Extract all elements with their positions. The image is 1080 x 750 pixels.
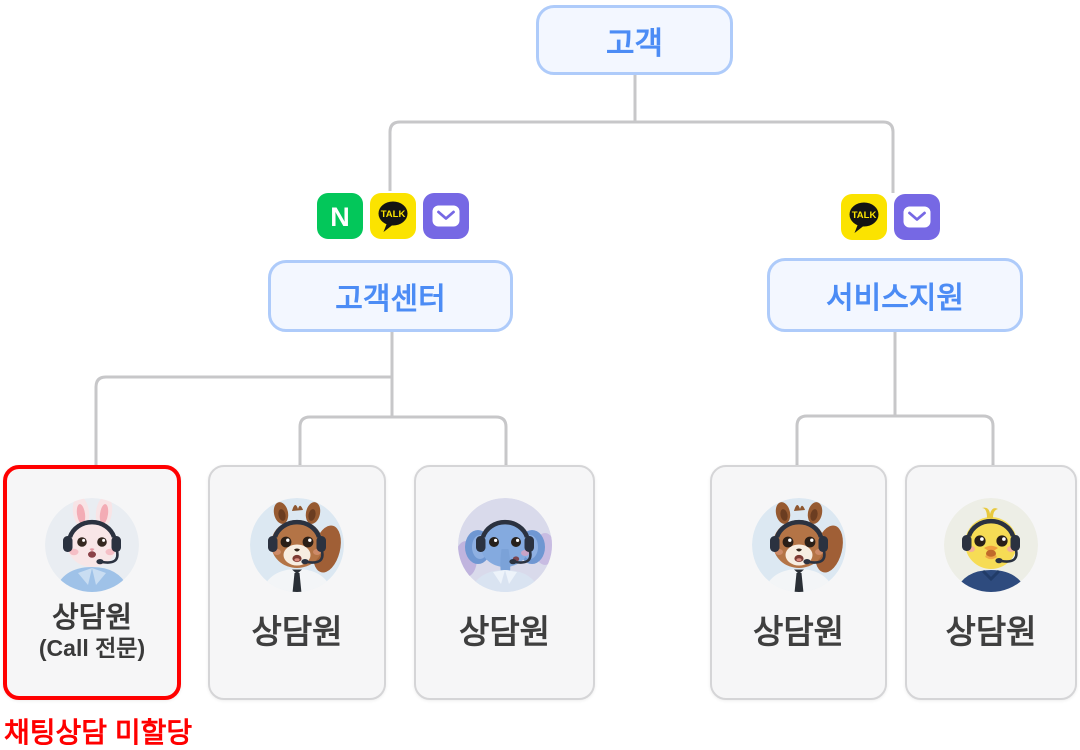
squirrel-agent-avatar — [250, 498, 344, 592]
agent-label: 상담원 — [458, 613, 551, 650]
agent-label: 상담원 — [752, 613, 845, 650]
elephant-agent-avatar — [457, 498, 552, 592]
node-customer-label: 고객 — [605, 25, 664, 61]
node-service-support-label: 서비스지원 — [826, 282, 964, 315]
agent-label: 상담원 — [251, 613, 343, 650]
agent-card: 상담원 — [905, 465, 1077, 700]
chick-agent-avatar — [944, 498, 1038, 592]
squirrel-agent-avatar — [751, 498, 846, 592]
mail-icon — [423, 193, 469, 239]
node-customer-center: 고객센터 — [268, 260, 513, 332]
kakaotalk-icon: TALK — [370, 193, 416, 239]
service-support-channels: TALK — [840, 193, 941, 241]
kakaotalk-label: TALK — [381, 209, 406, 220]
agent-label: 상담원 — [51, 602, 133, 634]
naver-icon: N — [317, 193, 363, 239]
node-service-support: 서비스지원 — [767, 258, 1023, 332]
agent-card: 상담원 — [710, 465, 887, 700]
rabbit-agent-avatar — [45, 498, 139, 592]
mail-icon — [894, 194, 940, 240]
customer-center-channels: N TALK — [316, 192, 470, 240]
agent-sublabel: (Call 전문) — [38, 635, 146, 661]
node-customer-center-label: 고객센터 — [335, 283, 446, 316]
agent-card-call-specialist: 상담원 (Call 전문) — [3, 465, 181, 700]
kakaotalk-label: TALK — [852, 210, 877, 221]
agent-label: 상담원 — [945, 613, 1037, 650]
kakaotalk-icon: TALK — [841, 194, 887, 240]
agent-card: 상담원 — [208, 465, 386, 700]
unassigned-chat-note: 채팅상담 미할당 — [4, 717, 193, 748]
naver-letter: N — [330, 202, 350, 232]
agent-card: 상담원 — [414, 465, 595, 700]
node-customer: 고객 — [536, 5, 733, 75]
